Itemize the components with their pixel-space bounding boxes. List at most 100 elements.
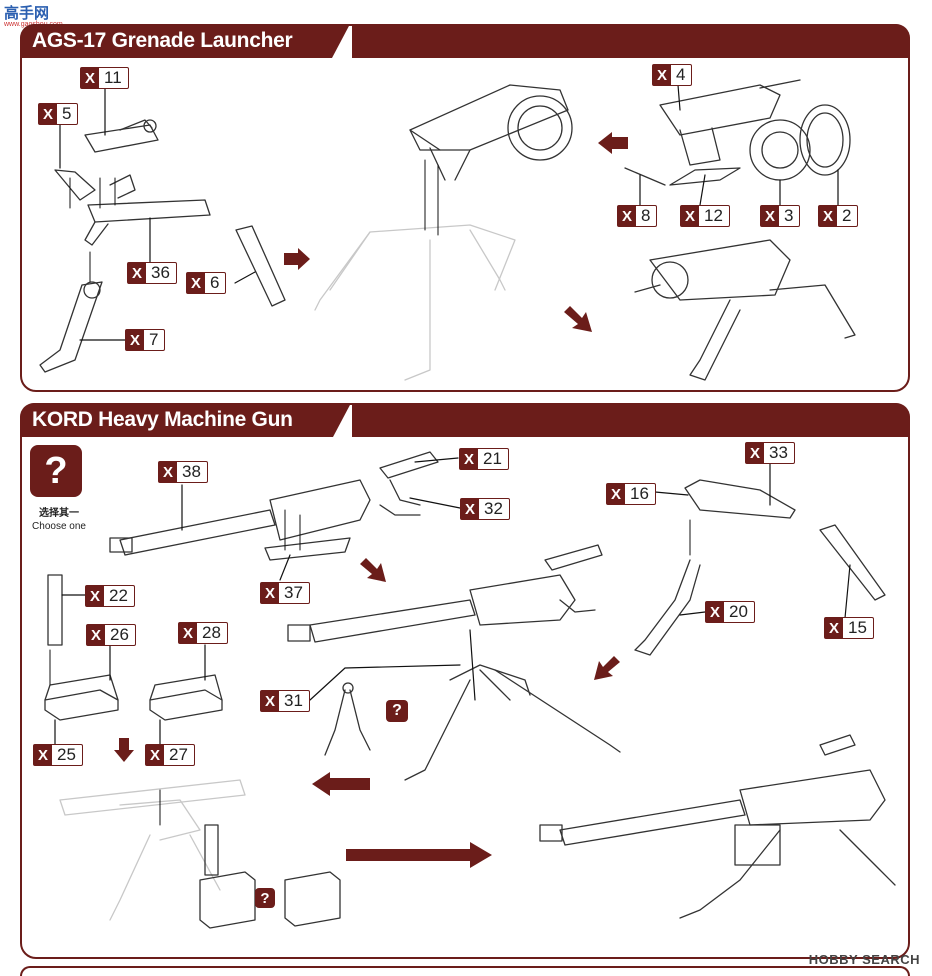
tag-prefix: X (681, 206, 699, 226)
tag-number: 7 (149, 330, 159, 349)
tag-number: 28 (202, 623, 221, 642)
part-tag-x38: X 38 (158, 461, 208, 483)
tag-number: 20 (729, 602, 748, 621)
ags-assembly-step (409, 84, 573, 181)
arrow-down-1 (114, 738, 134, 762)
part-tag-x32: X 32 (460, 498, 510, 520)
part-tag-x20: X 20 (705, 601, 755, 623)
arrow-down-right-1 (564, 306, 592, 332)
tag-prefix: X (706, 602, 724, 622)
kord-gun-parts (109, 451, 439, 561)
tag-prefix: X (128, 263, 146, 283)
tag-number: 12 (704, 206, 723, 225)
tag-number: 33 (769, 443, 788, 462)
tag-number: 5 (62, 104, 72, 123)
tag-prefix: X (825, 618, 843, 638)
section-header-bar-2 (352, 403, 910, 437)
tag-number: 8 (641, 206, 651, 225)
part-tag-x36: X 36 (127, 262, 177, 284)
part-tag-x22: X 22 (85, 585, 135, 607)
tag-number: 36 (151, 263, 170, 282)
tag-prefix: X (261, 691, 279, 711)
ags-gun-parts (624, 79, 851, 186)
tag-prefix: X (460, 449, 478, 469)
tag-prefix: X (461, 499, 479, 519)
arrow-down-right-2 (360, 558, 386, 582)
section-title-kord-text: KORD Heavy Machine Gun (32, 408, 293, 431)
tag-number: 27 (169, 745, 188, 764)
tag-number: 37 (284, 583, 303, 602)
tag-prefix: X (126, 330, 144, 350)
part-tag-x37: X 37 (260, 582, 310, 604)
next-section-edge (20, 966, 910, 976)
tag-number: 11 (104, 68, 122, 87)
tag-prefix: X (39, 104, 57, 124)
tag-number: 25 (57, 745, 76, 764)
kord-final-ammo (199, 824, 341, 929)
part-tag-x16: X 16 (606, 483, 656, 505)
arrow-right-1 (284, 248, 310, 270)
watermark: HOBBY SEARCH (808, 952, 920, 967)
kord-complete (539, 734, 896, 919)
site-logo-chars: 高手网 (4, 5, 50, 22)
leader-lines (54, 84, 851, 746)
tag-prefix: X (87, 625, 105, 645)
tag-prefix: X (607, 484, 625, 504)
part-tag-x33: X 33 (745, 442, 795, 464)
tag-prefix: X (159, 462, 177, 482)
part-tag-x12: X 12 (680, 205, 730, 227)
kord-gun-assembled (287, 544, 603, 643)
kord-tripod-assembled (404, 664, 621, 781)
section-title-kord: KORD Heavy Machine Gun (20, 403, 351, 437)
tag-number: 16 (630, 484, 649, 503)
part-tag-x15: X 15 (824, 617, 874, 639)
kord-panel: KORD Heavy Machine Gun (20, 403, 910, 959)
tag-prefix: X (746, 443, 764, 463)
tag-prefix: X (819, 206, 837, 226)
tag-number: 4 (676, 65, 686, 84)
tag-number: 22 (109, 586, 128, 605)
tag-number: 38 (182, 462, 201, 481)
part-tag-x28: X 28 (178, 622, 228, 644)
kord-ghost-assembly (59, 779, 246, 921)
part-tag-x21: X 21 (459, 448, 509, 470)
tag-prefix: X (81, 68, 99, 88)
arrow-left-2 (312, 772, 370, 796)
tag-number: 15 (848, 618, 867, 637)
choose-one-label: 选择其一 Choose one (20, 507, 98, 533)
kord-tripod-parts (634, 479, 886, 656)
section-title-ags-text: AGS-17 Grenade Launcher (32, 29, 293, 52)
section-header-bar (352, 24, 910, 58)
tag-prefix: X (86, 586, 104, 606)
tag-number: 3 (784, 206, 794, 225)
tag-number: 6 (210, 273, 220, 292)
choose-one-en: Choose one (32, 521, 86, 532)
tag-prefix: X (653, 65, 671, 85)
arrow-down-left-1 (594, 656, 620, 680)
kord-ammo-boxes (44, 574, 223, 721)
tag-number: 2 (842, 206, 852, 225)
tag-prefix: X (261, 583, 279, 603)
tag-number: 21 (483, 449, 502, 468)
question-icon-small-2: ? (255, 888, 275, 908)
tag-prefix: X (34, 745, 52, 765)
tag-prefix: X (187, 273, 205, 293)
tag-number: 31 (284, 691, 303, 710)
arrow-right-2 (346, 842, 492, 868)
tag-prefix: X (618, 206, 636, 226)
choose-one-cn: 选择其一 (39, 508, 79, 519)
tag-number: 32 (484, 499, 503, 518)
question-icon: ? (30, 445, 82, 497)
question-icon-small-1: ? (386, 700, 408, 722)
tag-prefix: X (179, 623, 197, 643)
drop-lines (49, 159, 691, 826)
kord-monopod (324, 682, 371, 756)
